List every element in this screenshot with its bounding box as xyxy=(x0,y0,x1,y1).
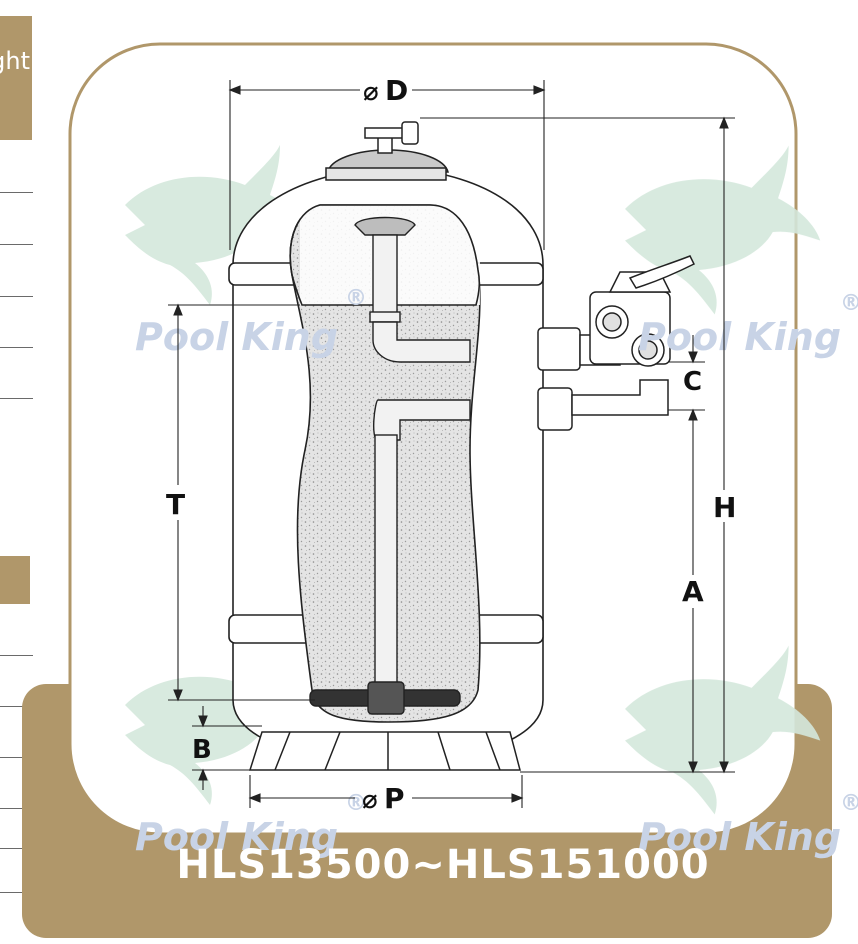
left-table-rule xyxy=(0,398,33,399)
svg-text:Pool King: Pool King xyxy=(638,315,841,359)
left-section-tab-2 xyxy=(0,556,30,604)
dimension-P-symbol: ⌀ xyxy=(362,785,378,815)
dimension-P-label: P xyxy=(384,782,405,815)
left-section-tab-label: ght xyxy=(0,47,30,75)
svg-text:®: ® xyxy=(840,791,858,816)
left-table-rule xyxy=(0,655,33,656)
dimension-H-label: H xyxy=(713,491,736,524)
left-table-rule xyxy=(0,848,33,849)
left-table-rule xyxy=(0,347,33,348)
dimension-T-label: T xyxy=(166,488,185,521)
dimension-labels: ⌀ D H T A C B ⌀ P xyxy=(166,74,736,815)
svg-text:Pool King: Pool King xyxy=(135,815,338,859)
left-table-rule xyxy=(0,808,33,809)
svg-text:Pool King: Pool King xyxy=(638,815,841,859)
left-table-rule xyxy=(0,192,33,193)
filter-lid xyxy=(325,121,449,181)
left-table-rule xyxy=(0,706,33,707)
internal-piping xyxy=(309,216,471,715)
dimension-A-label: A xyxy=(682,575,704,608)
svg-text:Pool King: Pool King xyxy=(135,315,338,359)
multiport-valve xyxy=(537,255,696,431)
left-table-rule xyxy=(0,892,33,893)
dimension-D-label: D xyxy=(385,74,408,107)
base-stand xyxy=(248,731,521,771)
dimension-B-label: B xyxy=(192,735,212,765)
left-table-rule xyxy=(0,244,33,245)
model-range-title: HLS13500~HLS151000 xyxy=(176,842,710,888)
dimension-lines xyxy=(168,80,735,808)
left-table-rule xyxy=(0,757,33,758)
svg-text:®: ® xyxy=(840,291,858,316)
dimension-C-label: C xyxy=(683,367,702,397)
left-section-tab: ght xyxy=(0,16,32,140)
left-table-rule xyxy=(0,296,33,297)
svg-text:®: ® xyxy=(345,286,367,311)
dimension-D-symbol: ⌀ xyxy=(363,77,379,107)
svg-text:®: ® xyxy=(345,791,367,816)
watermark-text: Pool King Pool King Pool King Pool King … xyxy=(135,286,858,859)
